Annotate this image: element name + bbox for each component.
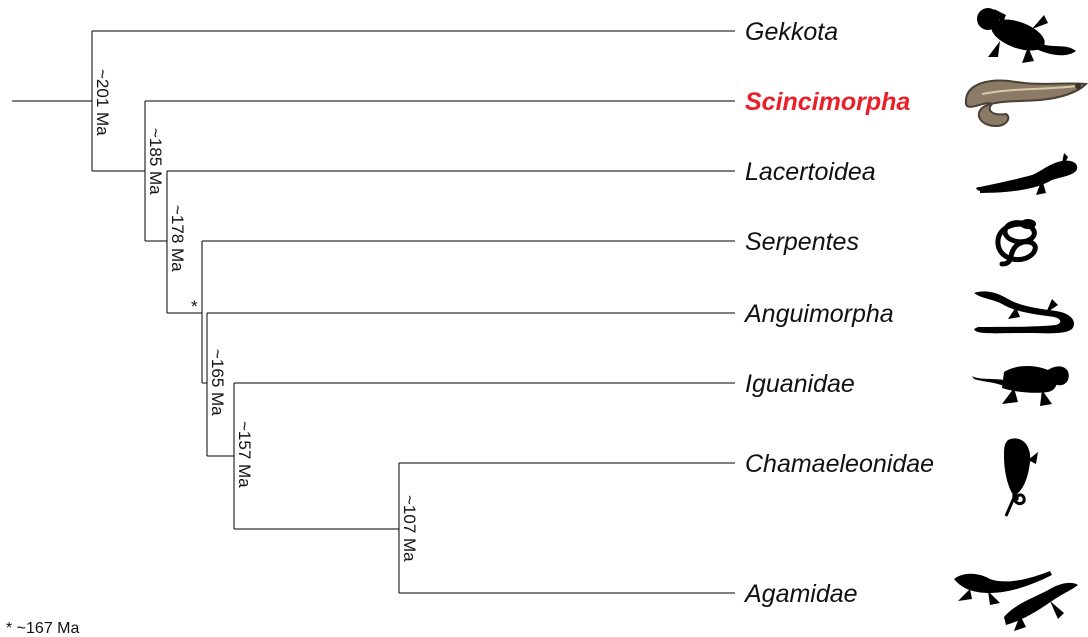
agamid-silhouette-icon bbox=[954, 571, 1078, 631]
iguana-silhouette-icon bbox=[972, 366, 1069, 406]
age-label-107: ~107 Ma bbox=[400, 495, 419, 562]
node-age-labels: ~201 Ma ~185 Ma ~178 Ma * ~165 Ma ~157 M… bbox=[93, 69, 419, 562]
age-label-157: ~157 Ma bbox=[235, 421, 254, 488]
monitor-lizard-silhouette-icon bbox=[974, 291, 1075, 334]
snake-silhouette-icon bbox=[995, 219, 1038, 267]
age-label-178: ~178 Ma bbox=[168, 205, 187, 272]
gecko-silhouette-icon bbox=[977, 8, 1076, 63]
taxon-label-chamaeleonidae: Chamaeleonidae bbox=[745, 450, 934, 478]
footnote: * ~167 Ma bbox=[6, 620, 79, 637]
taxon-label-iguanidae: Iguanidae bbox=[745, 370, 855, 398]
age-label-167-star: * bbox=[191, 297, 198, 316]
skink-photo-icon bbox=[964, 79, 1088, 128]
taxon-icons bbox=[954, 8, 1088, 631]
taxon-label-scincimorpha: Scincimorpha bbox=[745, 88, 910, 116]
taxon-label-anguimorpha: Anguimorpha bbox=[743, 300, 894, 328]
taxon-labels: Gekkota Scincimorpha Lacertoidea Serpent… bbox=[743, 18, 934, 608]
taxon-label-serpentes: Serpentes bbox=[745, 228, 859, 256]
age-label-201: ~201 Ma bbox=[93, 69, 112, 136]
tree-branches bbox=[12, 30, 735, 594]
chameleon-silhouette-icon bbox=[1004, 438, 1038, 517]
lizard-silhouette-icon bbox=[976, 153, 1078, 195]
age-label-165: ~165 Ma bbox=[208, 349, 227, 416]
taxon-label-gekkota: Gekkota bbox=[745, 18, 838, 46]
taxon-label-lacertoidea: Lacertoidea bbox=[745, 158, 876, 186]
taxon-label-agamidae: Agamidae bbox=[743, 580, 858, 608]
age-label-185: ~185 Ma bbox=[146, 128, 165, 195]
